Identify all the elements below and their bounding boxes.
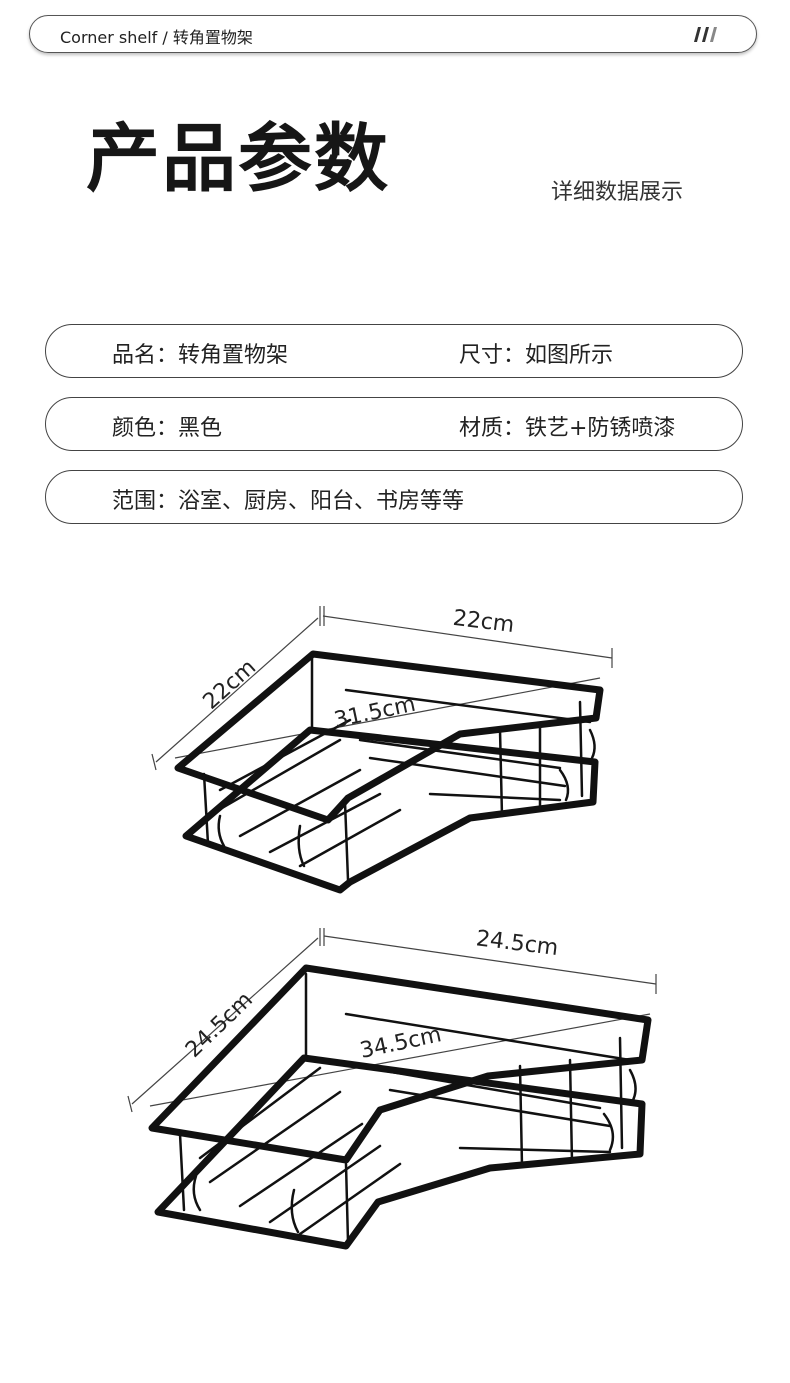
dimension-width: 24.5cm xyxy=(475,926,560,961)
spec-row-3: 范围：浴室、厨房、阳台、书房等等 xyxy=(45,470,743,524)
slash-decoration-icon xyxy=(693,27,720,43)
spec-material: 材质：铁艺+防锈喷漆 xyxy=(459,416,676,441)
spec-row-2: 颜色：黑色 材质：铁艺+防锈喷漆 xyxy=(45,397,743,451)
spec-scope: 范围：浴室、厨房、阳台、书房等等 xyxy=(112,489,465,514)
shelf-wire-frame xyxy=(174,650,604,894)
dimension-width: 22cm xyxy=(451,606,515,638)
spec-name: 品名：转角置物架 xyxy=(112,343,289,368)
spec-row-1: 品名：转角置物架 尺寸：如图所示 xyxy=(45,324,743,378)
shelf-diagram-large: 24.5cm 24.5cm 34.5cm xyxy=(127,926,657,1250)
spec-size: 尺寸：如图所示 xyxy=(459,343,614,368)
section-heading: 产品参数 xyxy=(86,116,390,202)
section-subheading: 详细数据展示 xyxy=(551,180,684,205)
dimension-diagonal: 31.5cm xyxy=(332,692,418,734)
shelf-diagram-small: 22cm 22cm 31.5cm xyxy=(151,606,613,894)
page-title: Corner shelf / 转角置物架 xyxy=(60,28,253,47)
title-bar: Corner shelf / 转角置物架 xyxy=(29,15,757,53)
spec-color: 颜色：黑色 xyxy=(112,416,223,441)
dimension-diagonal: 34.5cm xyxy=(358,1022,444,1064)
shelf-wire-frame xyxy=(148,964,652,1250)
